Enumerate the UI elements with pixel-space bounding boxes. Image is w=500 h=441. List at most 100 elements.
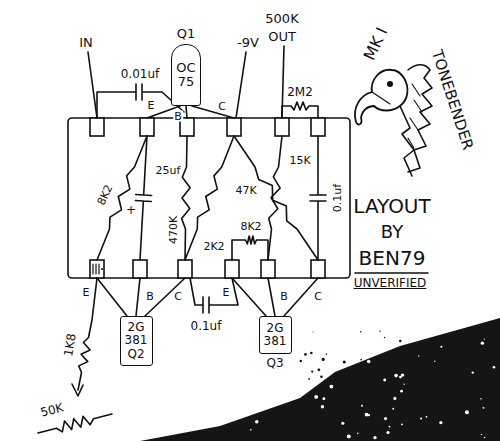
- vulture-beak-line: [372, 92, 390, 104]
- resistor-symbol: [78, 278, 97, 390]
- pot-value: 500K: [264, 12, 299, 25]
- pin-label: C: [313, 291, 323, 302]
- note-text: UNVERIFIED: [353, 277, 428, 289]
- credit-text: LAYOUT: [352, 196, 431, 216]
- solder-pad: [225, 260, 239, 278]
- pin-label: E: [222, 287, 231, 298]
- speckle: [392, 408, 394, 410]
- speckle: [484, 338, 485, 339]
- speckle: [383, 378, 386, 381]
- speckle: [347, 434, 351, 438]
- speckle: [384, 417, 387, 420]
- vulture-ruff: [400, 106, 414, 176]
- speckle: [326, 353, 328, 355]
- transistor-label-area: OC 75: [172, 45, 200, 105]
- vulture-head: [355, 70, 408, 125]
- resistor-value: 2K2: [202, 241, 225, 252]
- speckle: [310, 352, 313, 355]
- resistor-value: 15K: [288, 155, 311, 166]
- feather-stroke: [408, 84, 422, 148]
- speckle: [493, 366, 496, 369]
- speckle: [322, 358, 325, 361]
- speckle: [379, 331, 380, 332]
- resistor-value: 1K8: [62, 332, 78, 359]
- speckle: [330, 385, 334, 389]
- capacitor-value: 0.1uf: [190, 320, 223, 332]
- capacitor-value: 0.1uf: [332, 183, 343, 213]
- part-number: 2G 381: [125, 321, 148, 347]
- speckle: [481, 434, 482, 435]
- pin-label: B: [173, 111, 183, 122]
- pot-value: 50K: [38, 401, 65, 419]
- polarity-mark: +: [125, 204, 137, 216]
- pin-label: E: [82, 287, 91, 298]
- speckle: [472, 371, 474, 373]
- underline-stroke: [355, 272, 428, 274]
- solder-pad: [311, 118, 325, 136]
- wiper-arrow: [72, 384, 83, 396]
- capacitor-symbol: [190, 278, 238, 313]
- part-number: Q2: [127, 348, 144, 361]
- resistor-symbol: [232, 236, 268, 260]
- part-number: OC 75: [176, 61, 195, 90]
- pin-label: C: [217, 101, 227, 112]
- capacitor-value: 0.01uf: [120, 68, 161, 80]
- speckle: [418, 355, 419, 356]
- vulture-eye: [387, 81, 393, 87]
- speckle: [465, 410, 469, 414]
- speckle: [481, 342, 484, 345]
- speckle: [322, 397, 325, 400]
- part-name: Q3: [266, 357, 283, 370]
- transistor-body: 2G 381Q2: [120, 316, 153, 366]
- capacitor-symbol: [135, 136, 151, 260]
- solder-pad: [140, 118, 154, 136]
- solder-pad: [311, 260, 325, 278]
- speckle: [384, 337, 386, 339]
- pin-label: E: [147, 100, 156, 111]
- signal-label: OUT: [267, 30, 297, 43]
- speckle: [400, 390, 403, 393]
- speckle: [401, 423, 403, 425]
- resistor-symbol: [268, 136, 282, 260]
- ink-grunge: [140, 318, 500, 441]
- speckle: [360, 359, 362, 361]
- solder-pad: [90, 260, 104, 278]
- speckle: [439, 421, 442, 424]
- board-outline: [68, 118, 350, 278]
- speckle: [394, 374, 398, 378]
- transistor-leg: [97, 278, 185, 316]
- speckle: [300, 360, 302, 362]
- solder-pad: [227, 118, 241, 136]
- signal-label: IN: [78, 36, 94, 49]
- resistor-symbol: [182, 136, 190, 260]
- speckle: [311, 370, 313, 372]
- speckle: [393, 397, 396, 400]
- speckle: [318, 368, 321, 371]
- speckle: [373, 436, 376, 439]
- speckle: [361, 405, 363, 407]
- speckle: [304, 353, 307, 356]
- title-text: TONEBENDER: [428, 47, 475, 153]
- speckle: [484, 437, 485, 438]
- credit-text: BY: [380, 223, 404, 241]
- speckle: [320, 375, 322, 377]
- speckle: [434, 361, 435, 362]
- resistor-value: 8K2: [95, 182, 115, 208]
- speckle: [389, 426, 391, 428]
- speckle: [357, 433, 359, 435]
- capacitor-symbol: [310, 136, 326, 260]
- speckle: [480, 398, 482, 400]
- resistor-value: 2M2: [286, 86, 314, 98]
- title-text: MK I: [361, 24, 391, 63]
- pin-label: B: [145, 291, 155, 302]
- speckle: [426, 416, 428, 418]
- speckle: [365, 413, 369, 417]
- speckle: [440, 346, 442, 348]
- speckle: [255, 420, 259, 424]
- speckle: [343, 360, 346, 363]
- resistor-value: 8K2: [239, 221, 262, 232]
- solder-pad: [90, 118, 104, 136]
- speckle: [360, 331, 362, 333]
- transistor-body: 2G 381Q3: [259, 316, 292, 354]
